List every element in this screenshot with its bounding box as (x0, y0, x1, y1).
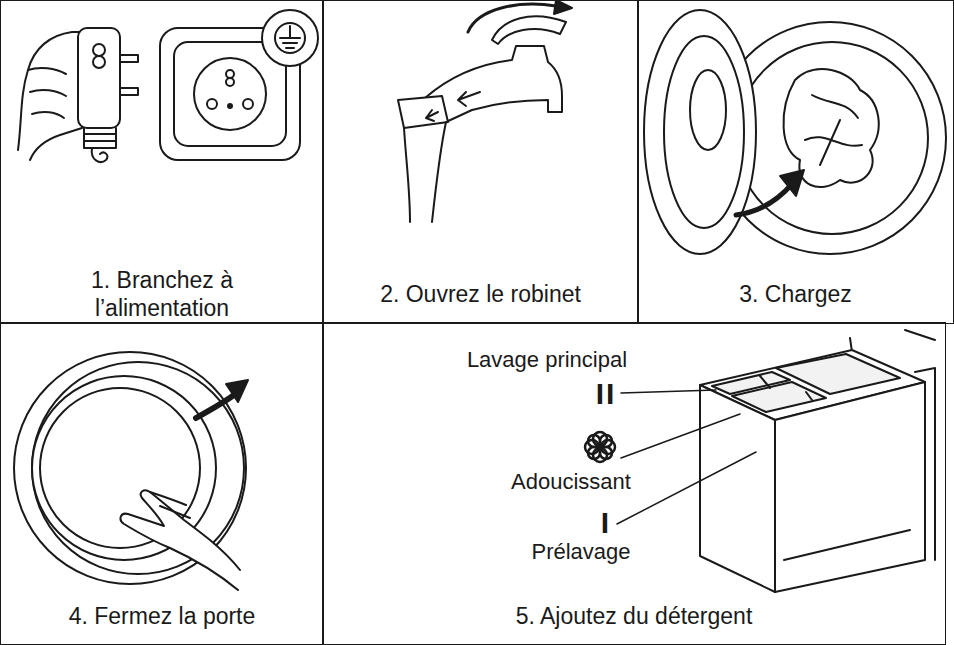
machine-illustration-part (736, 42, 928, 234)
caption-box: 3. Chargez (638, 267, 953, 321)
machine-illustration (644, 10, 946, 254)
socket-illustration-part (194, 58, 266, 130)
tap-illustration-part (468, 4, 556, 32)
leader-line (617, 390, 756, 524)
step-panel: 4. Fermez la porte (0, 322, 324, 645)
ground-symbol (262, 10, 318, 66)
leader-line-part (621, 390, 716, 393)
plug-illustration-part (120, 88, 138, 95)
socket-illustration-part (207, 99, 217, 109)
door-illustration-part (226, 380, 248, 402)
softener-symbol (585, 432, 615, 462)
machine-illustration-part (780, 170, 804, 196)
machine-illustration-part (690, 70, 726, 150)
step-caption: 4. Fermez la porte (69, 602, 256, 630)
softener-symbol-part (588, 447, 600, 459)
plug-illustration-part (84, 128, 116, 148)
plug-illustration-part (120, 55, 138, 62)
leader-line-part (617, 452, 756, 524)
caption-box: 5. Ajoutez du détergent (323, 589, 945, 643)
drawer-illustration-part (760, 376, 812, 400)
softener-symbol-part (600, 435, 612, 447)
drawer-illustration-part (732, 382, 826, 412)
door-illustration (14, 352, 248, 590)
ground-symbol-part (280, 26, 300, 48)
compartment-mark: II (594, 378, 619, 410)
step-caption: 3. Chargez (739, 280, 852, 308)
step-panel: 5. Ajoutez du détergent Lavage principalI… (322, 322, 946, 645)
caption-box: 2. Ouvrez le robinet (323, 267, 638, 321)
plug-illustration-part (18, 32, 82, 160)
drawer-illustration-part (776, 354, 900, 394)
drawer-illustration-part (700, 385, 775, 592)
socket-illustration-part (226, 78, 234, 86)
tap-illustration-part (426, 110, 438, 121)
step-caption: 5. Ajoutez du détergent (516, 602, 753, 630)
ground-symbol-part (262, 10, 318, 66)
tap-illustration (398, 0, 572, 222)
machine-illustration-part (644, 10, 756, 254)
plug-illustration-part (92, 148, 108, 162)
leader-line-part (621, 414, 740, 458)
drawer-illustration (700, 330, 935, 592)
step-panel: 3. Chargez (637, 0, 954, 324)
door-illustration-part (196, 392, 238, 418)
machine-illustration-part (664, 36, 744, 228)
machine-illustration-part (805, 95, 862, 165)
illustrations-part (14, 0, 946, 592)
tap-illustration-part (398, 96, 448, 128)
step-caption: 2. Ouvrez le robinet (380, 280, 581, 308)
step-panel: 1. Branchez à l’alimentation (0, 0, 324, 324)
caption-box: 4. Fermez la porte (1, 589, 323, 643)
caption-box: 1. Branchez à l’alimentation (1, 267, 323, 321)
compartment-mark: I (599, 507, 613, 539)
drawer-illustration-part (775, 382, 925, 592)
tap-illustration-part (404, 122, 446, 222)
tap-illustration-part (492, 16, 566, 44)
plug-illustration (18, 28, 138, 162)
tap-illustration-part (554, 0, 572, 14)
plug-illustration-part (93, 44, 105, 56)
step-caption: 1. Branchez à l’alimentation (57, 266, 267, 322)
ground-symbol-part (275, 23, 305, 53)
drawer-illustration-part (784, 530, 910, 560)
machine-illustration-part (784, 69, 879, 187)
plug-illustration-part (93, 56, 105, 68)
step-panel: 2. Ouvrez le robinet (322, 0, 639, 324)
compartment-label: Prélavage (529, 539, 632, 565)
socket-illustration-part (243, 99, 253, 109)
door-illustration-part (121, 490, 240, 590)
socket-illustration-part (228, 104, 232, 108)
softener-symbol-part (588, 435, 600, 447)
softener-symbol-part (600, 447, 612, 459)
compartment-label: Adoucissant (509, 469, 633, 495)
compartment-label: Lavage principal (465, 347, 629, 373)
machine-illustration-part (736, 184, 792, 215)
door-illustration-part (150, 492, 190, 518)
tap-illustration-part (458, 92, 480, 106)
plug-illustration-part (78, 28, 120, 128)
socket-illustration-part (226, 70, 234, 78)
plug-illustration-part (28, 68, 66, 118)
